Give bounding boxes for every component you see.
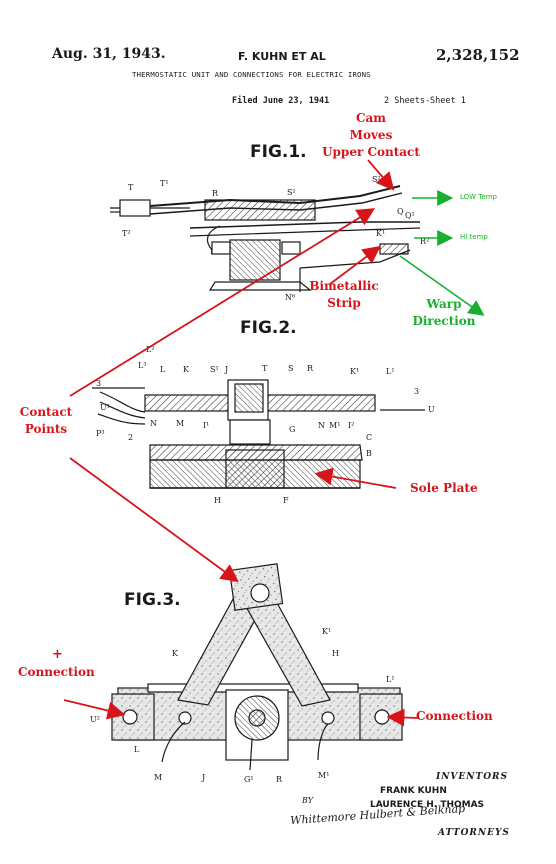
svg-text:T: T bbox=[262, 364, 268, 373]
svg-text:M¹: M¹ bbox=[329, 421, 340, 430]
svg-text:2: 2 bbox=[128, 433, 133, 442]
fig1-drawing bbox=[110, 185, 421, 292]
svg-text:C: C bbox=[366, 433, 372, 442]
svg-text:U¹: U¹ bbox=[100, 403, 110, 412]
svg-text:U: U bbox=[428, 405, 435, 414]
annotation-arrows-red bbox=[63, 159, 419, 727]
fig3-drawing bbox=[111, 563, 403, 771]
svg-text:L¹: L¹ bbox=[386, 675, 395, 684]
svg-text:G¹: G¹ bbox=[244, 775, 254, 784]
patent-number: 2,328,152 bbox=[436, 46, 520, 64]
svg-text:I¹: I¹ bbox=[203, 421, 209, 430]
svg-text:I: I bbox=[210, 247, 213, 256]
svg-text:R: R bbox=[307, 364, 314, 373]
svg-text:K¹: K¹ bbox=[350, 367, 359, 376]
svg-text:M: M bbox=[176, 419, 184, 428]
inventor-name-1: FRANK KUHN bbox=[380, 786, 447, 796]
svg-text:T¹: T¹ bbox=[160, 179, 169, 188]
svg-text:R²: R² bbox=[420, 237, 429, 246]
fig2-drawing bbox=[92, 379, 425, 489]
annotation-cam-line1: Cam bbox=[355, 111, 387, 125]
inventors-label: INVENTORS bbox=[436, 772, 509, 782]
fig3-label: FIG.3. bbox=[124, 590, 181, 610]
svg-text:T²: T² bbox=[122, 229, 131, 238]
svg-text:U²: U² bbox=[90, 715, 100, 724]
svg-text:B: B bbox=[366, 449, 372, 458]
svg-text:Q: Q bbox=[397, 207, 404, 216]
annotation-contact-line2: Points bbox=[24, 422, 68, 436]
svg-text:Q¹: Q¹ bbox=[405, 211, 415, 220]
svg-text:L³: L³ bbox=[138, 361, 147, 370]
svg-text:L: L bbox=[134, 745, 140, 754]
svg-text:M¹: M¹ bbox=[318, 771, 329, 780]
svg-text:R: R bbox=[212, 189, 219, 198]
svg-text:H: H bbox=[214, 496, 221, 505]
svg-text:R: R bbox=[276, 775, 283, 784]
svg-text:M: M bbox=[154, 773, 162, 782]
fig1-label: FIG.1. bbox=[250, 142, 307, 162]
svg-text:S: S bbox=[288, 364, 293, 373]
annotation-sole-plate: Sole Plate bbox=[410, 481, 478, 495]
annotation-connection-left: Connection bbox=[18, 665, 95, 679]
svg-text:K: K bbox=[183, 365, 190, 374]
annotation-bimetallic-line1: Bimetallic bbox=[309, 279, 379, 293]
svg-text:L¹: L¹ bbox=[386, 367, 395, 376]
svg-text:N: N bbox=[318, 421, 325, 430]
svg-text:3: 3 bbox=[96, 379, 101, 388]
svg-text:J: J bbox=[201, 773, 205, 782]
attorneys-label: ATTORNEYS bbox=[438, 828, 510, 838]
svg-text:N: N bbox=[150, 419, 157, 428]
svg-text:P³: P³ bbox=[96, 429, 105, 438]
fig2-label: FIG.2. bbox=[240, 318, 297, 338]
annotation-contact-line1: Contact bbox=[19, 405, 73, 419]
patent-inventor: F. KUHN ET AL bbox=[238, 50, 326, 63]
annotation-arrows-green bbox=[399, 190, 485, 316]
patent-sheets: 2 Sheets-Sheet 1 bbox=[384, 96, 466, 106]
svg-text:N⁶: N⁶ bbox=[285, 293, 295, 302]
svg-text:S¹: S¹ bbox=[210, 365, 219, 374]
svg-text:3: 3 bbox=[414, 387, 419, 396]
svg-text:S²: S² bbox=[372, 175, 381, 184]
annotation-contact-points: Contact Points bbox=[14, 404, 78, 438]
svg-text:K¹: K¹ bbox=[376, 229, 385, 238]
patent-filed: Filed June 23, 1941 bbox=[232, 96, 330, 106]
annotation-low-temp: LOW Temp bbox=[460, 193, 497, 201]
svg-text:F: F bbox=[283, 496, 289, 505]
by-label: BY bbox=[302, 796, 314, 805]
svg-text:H: H bbox=[332, 649, 339, 658]
svg-text:K¹: K¹ bbox=[322, 627, 331, 636]
svg-text:T: T bbox=[128, 183, 134, 192]
svg-text:G: G bbox=[289, 425, 295, 434]
annotation-cam-line3: Upper Contact bbox=[322, 145, 420, 159]
annotation-warp-direction: Warp Direction bbox=[408, 296, 480, 330]
annotation-warp-line2: Direction bbox=[412, 314, 476, 328]
patent-date: Aug. 31, 1943. bbox=[52, 46, 166, 62]
annotation-bimetallic: Bimetallic Strip bbox=[304, 278, 384, 312]
annotation-cam-line2: Moves bbox=[349, 128, 393, 142]
annotation-warp-line1: Warp bbox=[426, 297, 462, 311]
annotation-connection-right: Connection bbox=[416, 709, 493, 723]
patent-title: THERMOSTATIC UNIT AND CONNECTIONS FOR EL… bbox=[132, 70, 371, 79]
svg-text:L²: L² bbox=[146, 345, 155, 354]
annotation-hi-temp: HI temp bbox=[460, 233, 488, 241]
inventor-name-2: LAURENCE H. THOMAS bbox=[370, 800, 485, 810]
svg-text:I²: I² bbox=[348, 421, 354, 430]
annotation-cam: Cam Moves Upper Contact bbox=[316, 110, 426, 161]
svg-text:L: L bbox=[160, 365, 166, 374]
annotation-bimetallic-line2: Strip bbox=[327, 296, 361, 310]
svg-text:K: K bbox=[172, 649, 179, 658]
annotation-plus-sign: + bbox=[52, 647, 63, 662]
svg-text:J: J bbox=[224, 365, 228, 374]
svg-text:S¹: S¹ bbox=[287, 188, 296, 197]
